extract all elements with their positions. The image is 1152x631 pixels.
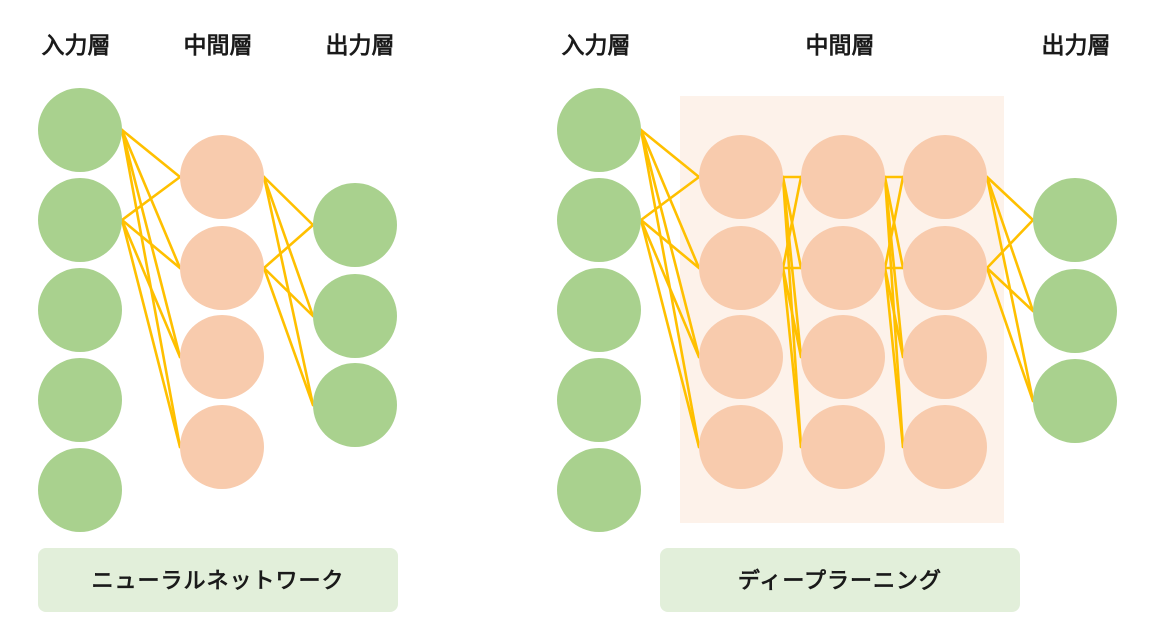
nn-hidden-node [180, 315, 264, 399]
nn-connection-line [262, 266, 315, 318]
nn-caption-box [38, 548, 398, 612]
nn-input-node [38, 88, 122, 172]
dl-hidden-node [801, 135, 885, 219]
dl-hidden-node [903, 315, 987, 399]
nn-output-node [313, 363, 397, 447]
dl-output-node [1033, 359, 1117, 443]
nn-output-layer-label: 出力層 [326, 33, 395, 59]
dl-output-node [1033, 269, 1117, 353]
nn-nodes [38, 88, 397, 532]
nn-hidden-node [180, 226, 264, 310]
dl-connection-line [883, 266, 905, 359]
dl-connection-line [883, 175, 905, 270]
dl-caption-box [660, 548, 1020, 612]
dl-connection-line [639, 218, 701, 270]
dl-output-node [1033, 178, 1117, 262]
dl-input-node [557, 358, 641, 442]
dl-hidden-node [903, 135, 987, 219]
dl-connection-line [985, 266, 1035, 403]
dl-hidden-node [699, 315, 783, 399]
nn-connection-line [262, 266, 315, 407]
nn-input-node [38, 178, 122, 262]
nn-output-node [313, 274, 397, 358]
dl-hidden-node [801, 226, 885, 310]
nn-connection-line [120, 218, 182, 359]
nn-input-node [38, 358, 122, 442]
dl-connection-line [883, 266, 905, 449]
nn-connection-line [262, 175, 315, 227]
dl-connection-line [985, 218, 1035, 270]
nn-input-node [38, 268, 122, 352]
dl-input-node [557, 178, 641, 262]
nn-connection-line [120, 218, 182, 270]
dl-hidden-node [699, 226, 783, 310]
dl-connection-line [639, 128, 701, 179]
dl-hidden-node [699, 405, 783, 489]
dl-connection-line [781, 266, 803, 449]
nn-hidden-layer-label: 中間層 [184, 33, 253, 59]
dl-input-node [557, 88, 641, 172]
dl-input-node [557, 448, 641, 532]
dl-connection-line [781, 266, 803, 359]
nn-input-layer-label: 入力層 [42, 33, 111, 59]
nn-connection-line [120, 175, 182, 222]
dl-hidden-node [903, 226, 987, 310]
dl-input-layer-label: 入力層 [562, 33, 631, 59]
dl-connection-line [639, 218, 701, 359]
nn-connection-line [120, 218, 182, 449]
nn-connection-line [262, 223, 315, 270]
dl-connection-line [985, 175, 1035, 222]
nn-caption: ニューラルネットワーク [91, 569, 344, 594]
dl-hidden-node [801, 315, 885, 399]
nn-input-node [38, 448, 122, 532]
dl-caption: ディープラーニング [738, 568, 942, 594]
dl-hidden-node [801, 405, 885, 489]
dl-hidden-layer-label: 中間層 [806, 33, 875, 59]
dl-nodes [557, 88, 1117, 532]
nn-output-node [313, 183, 397, 267]
dl-connection-line [781, 175, 803, 270]
dl-connection-line [639, 218, 701, 449]
nn-hidden-node [180, 405, 264, 489]
nn-connections [120, 128, 315, 449]
dl-output-layer-label: 出力層 [1042, 33, 1111, 59]
nn-connection-line [120, 128, 182, 179]
dl-connection-line [985, 266, 1035, 313]
nn-hidden-node [180, 135, 264, 219]
dl-input-node [557, 268, 641, 352]
dl-hidden-node [903, 405, 987, 489]
dl-connections [639, 128, 1035, 449]
dl-hidden-node [699, 135, 783, 219]
dl-connection-line [639, 175, 701, 222]
